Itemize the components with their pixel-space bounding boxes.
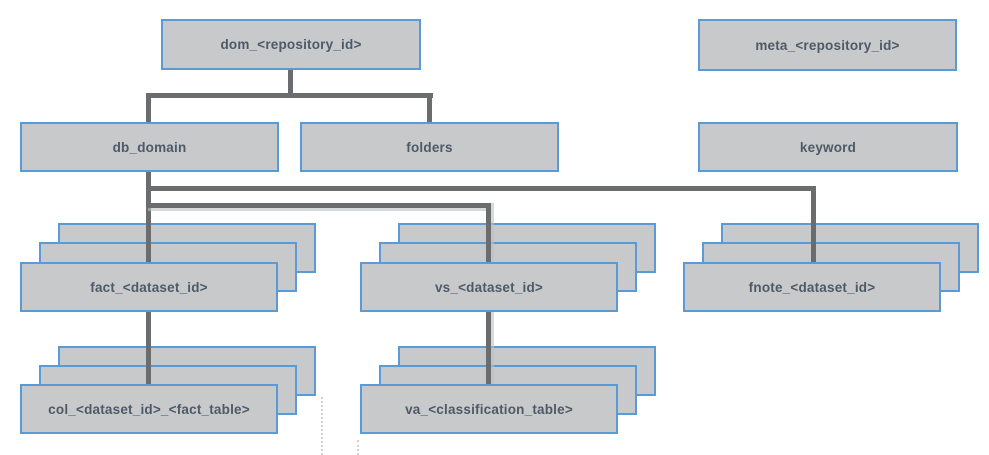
node-db-domain: db_domain [20,122,279,172]
connector-dbdomain-to-vs-horizontal [148,203,491,208]
connector-dom-down [288,70,293,96]
node-label: fact_<dataset_id> [90,279,208,295]
connector-fnote-drop [811,186,816,262]
node-fact-table: fact_<dataset_id> [20,262,278,312]
node-vs-table: vs_<dataset_id> [360,262,618,312]
node-label: keyword [799,139,857,155]
node-fnote-table: fnote_<dataset_id> [683,262,941,312]
node-label: vs_<dataset_id> [434,279,544,295]
page-break-guide [357,440,359,455]
node-label: va_<classification_table> [405,401,573,417]
node-label: fnote_<dataset_id> [748,279,876,295]
connector-folders-leg [427,96,432,122]
node-col-table: col_<dataset_id>_<fact_table> [20,384,278,434]
node-keyword: keyword [698,122,958,172]
node-dom-repository: dom_<repository_id> [161,19,421,70]
node-label: folders [406,139,453,155]
page-break-guide [321,397,323,455]
connector-dbdomain-leg [146,96,151,122]
node-label: dom_<repository_id> [220,37,362,52]
node-label: col_<dataset_id>_<fact_table> [48,401,250,417]
connector-row2-horizontal [146,93,433,98]
node-folders: folders [300,122,559,172]
node-label: db_domain [112,139,187,155]
node-va-table: va_<classification_table> [360,384,618,434]
node-meta-repository: meta_<repository_id> [698,19,957,71]
node-label: meta_<repository_id> [755,37,900,53]
connector-dbdomain-to-fnote-horizontal [148,186,816,191]
